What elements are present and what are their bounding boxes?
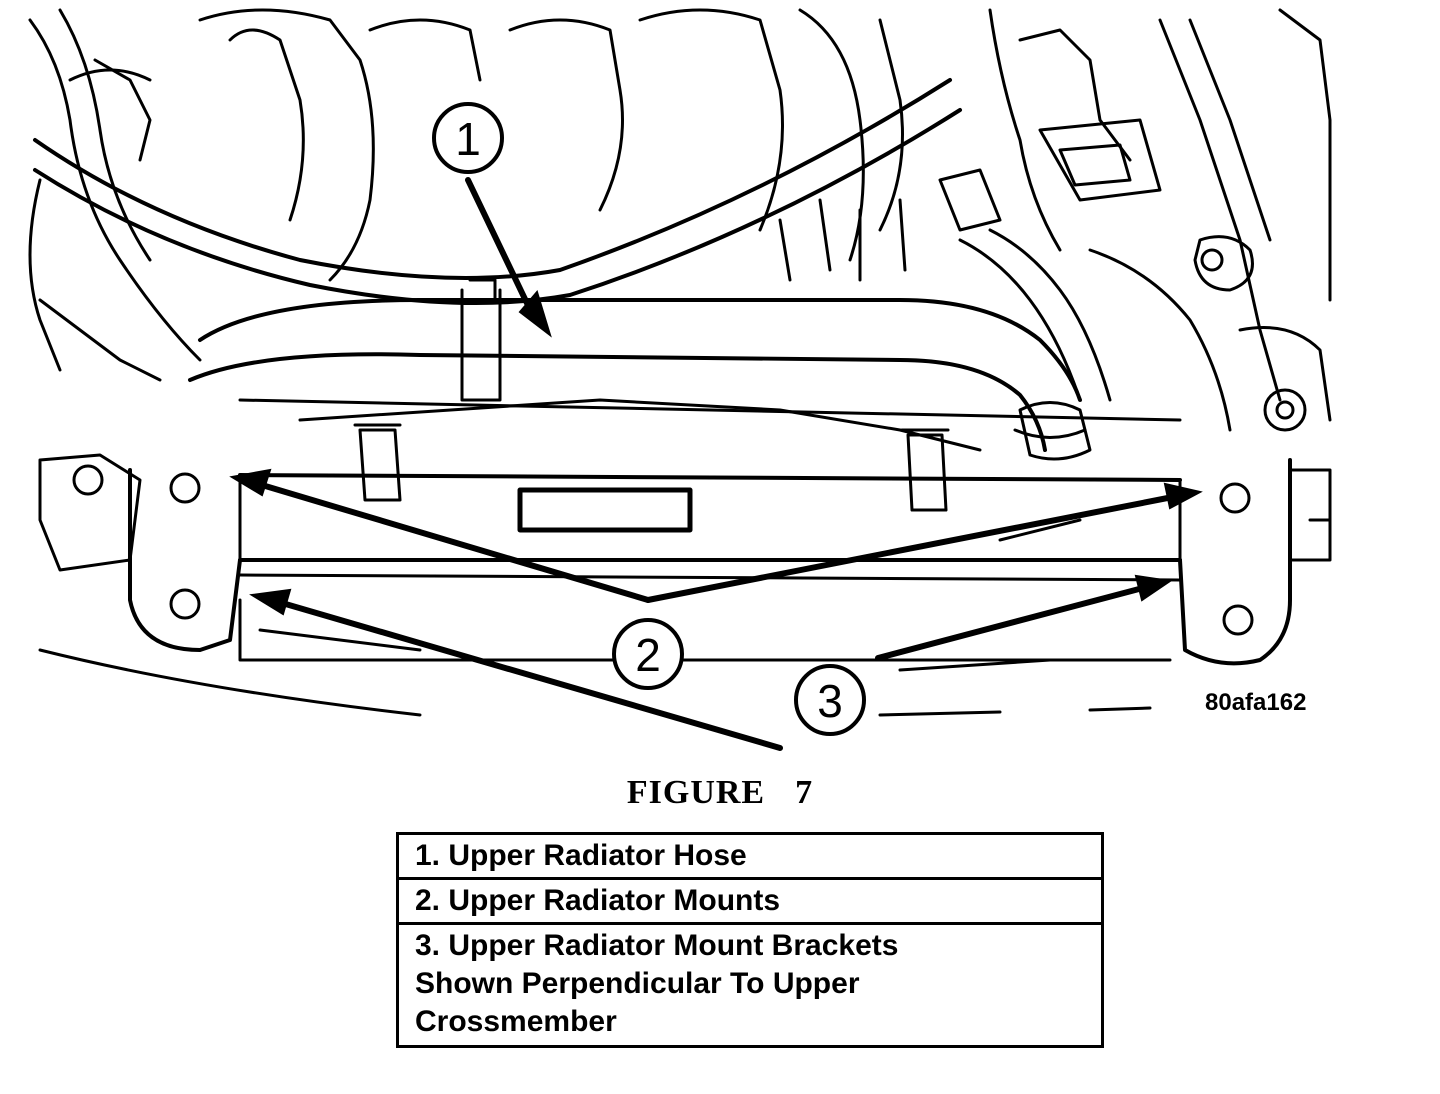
- leader-arrows-2: [229, 468, 1203, 603]
- figure-caption-word: FIGURE: [626, 774, 766, 811]
- ground-lines: [38, 648, 1152, 717]
- radiator-mounting-illustration: 1 2 3 80afa162: [28, 8, 1332, 751]
- legend-row-3: 3. Upper Radiator Mount Brackets Shown P…: [399, 925, 1101, 1045]
- legend-row-1-text: 1. Upper Radiator Hose: [415, 839, 747, 872]
- callout-2: 2: [612, 618, 684, 690]
- leader-arrows-3: [249, 574, 1173, 751]
- leader-arrow-1: [465, 177, 552, 338]
- legend-row-3-line-3: Crossmember: [415, 1005, 617, 1038]
- legend-row-3-line-2: Shown Perpendicular To Upper: [415, 967, 860, 1000]
- figure-reference-code: 80afa162: [1205, 689, 1306, 716]
- callout-1: 1: [432, 102, 504, 174]
- upper-radiator-hose: [188, 278, 1092, 461]
- svg-text:3: 3: [817, 675, 843, 727]
- wiring-harness: [33, 78, 962, 305]
- engine-background-linework: [28, 8, 1332, 432]
- svg-text:2: 2: [635, 629, 661, 681]
- upper-radiator-mount-right: [900, 428, 950, 512]
- figure-caption: FIGURE 7: [0, 774, 1440, 812]
- legend-row-2-text: 2. Upper Radiator Mounts: [415, 884, 781, 917]
- callout-3: 3: [794, 664, 866, 736]
- upper-radiator-mount-left: [353, 423, 402, 502]
- legend-row-2: 2. Upper Radiator Mounts: [399, 880, 1101, 925]
- figure-caption-number: 7: [795, 774, 814, 811]
- upper-crossmember: [38, 398, 1332, 672]
- legend-row-3-line-1: 3. Upper Radiator Mount Brackets: [415, 929, 899, 962]
- svg-text:1: 1: [455, 113, 481, 165]
- legend-table: 1. Upper Radiator Hose 2. Upper Radiator…: [396, 832, 1104, 1048]
- legend-row-1: 1. Upper Radiator Hose: [399, 835, 1101, 880]
